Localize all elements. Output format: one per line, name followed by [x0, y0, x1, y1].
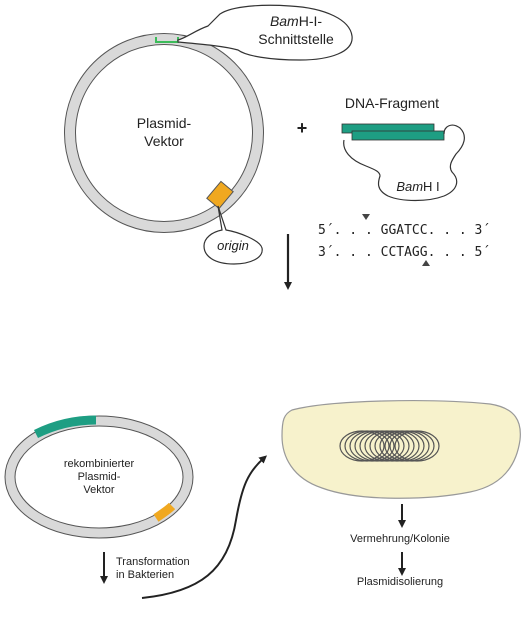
- transformation-label-line1: Transformation: [116, 556, 190, 568]
- transformation-label-line2: in Bakterien: [116, 569, 174, 581]
- bamhi-site-label-italic: Bam: [270, 13, 299, 29]
- recombinant-ring: [5, 416, 193, 538]
- bamhi-site-label-line2: Schnittstelle: [258, 31, 334, 47]
- cut-marker-top: [362, 214, 370, 220]
- fragment-bamhi-label: BamH I: [396, 179, 439, 194]
- sequence-top-strand: 5´. . . GGATCC. . . 3´: [318, 223, 490, 238]
- recombinant-label-line2: Plasmid-: [78, 471, 121, 483]
- bamhi-site-label-line1: BamH-I-: [270, 13, 322, 29]
- sequence-bottom-strand: 3´. . . CCTAGG. . . 5´: [318, 245, 490, 260]
- recombinant-origin: [153, 502, 176, 522]
- dna-fragment-label: DNA-Fragment: [345, 95, 439, 111]
- bamhi-site-callout: BamH-I- Schnittstelle: [177, 4, 353, 61]
- fragment-bamhi-label-rest: H I: [423, 179, 440, 194]
- bamhi-site-label-rest: H-I-: [299, 13, 323, 29]
- cut-marker-bottom: [422, 260, 430, 266]
- plasmid-copies: [339, 430, 440, 462]
- uptake-arrow: [141, 455, 268, 599]
- fragment-bamhi-callout: BamH I: [343, 124, 465, 202]
- bacterium-cell: [281, 400, 521, 499]
- dna-fragment-bottom-strand: [351, 130, 445, 141]
- plus-sign: +: [297, 118, 308, 138]
- plasmid-label-line1: Plasmid-: [137, 115, 192, 131]
- recombinant-insert: [33, 415, 97, 439]
- recombinant-label-line1: rekombinierter: [64, 458, 135, 470]
- plasmid-copy: [394, 430, 440, 462]
- isolation-label: Plasmidisolierung: [357, 576, 443, 588]
- origin-bubble: [203, 205, 263, 265]
- origin-segment: [206, 180, 234, 210]
- origin-label: origin: [217, 238, 249, 253]
- bamhi-site-bubble: [177, 4, 353, 61]
- fragment-bamhi-bubble: [343, 124, 465, 202]
- recombinant-plasmid: [4, 415, 194, 539]
- dna-fragment: [341, 123, 445, 141]
- recombinant-label-line3: Vektor: [83, 484, 115, 496]
- plasmid-ring: [65, 34, 263, 232]
- multiplication-label: Vermehrung/Kolonie: [350, 533, 450, 545]
- plasmid-vector: [64, 33, 264, 233]
- fragment-bamhi-label-italic: Bam: [396, 179, 423, 194]
- origin-callout: origin: [203, 205, 263, 265]
- recognition-sequence: 5´. . . GGATCC. . . 3´ 3´. . . CCTAGG. .…: [318, 214, 490, 266]
- plasmid-label-line2: Vektor: [144, 133, 184, 149]
